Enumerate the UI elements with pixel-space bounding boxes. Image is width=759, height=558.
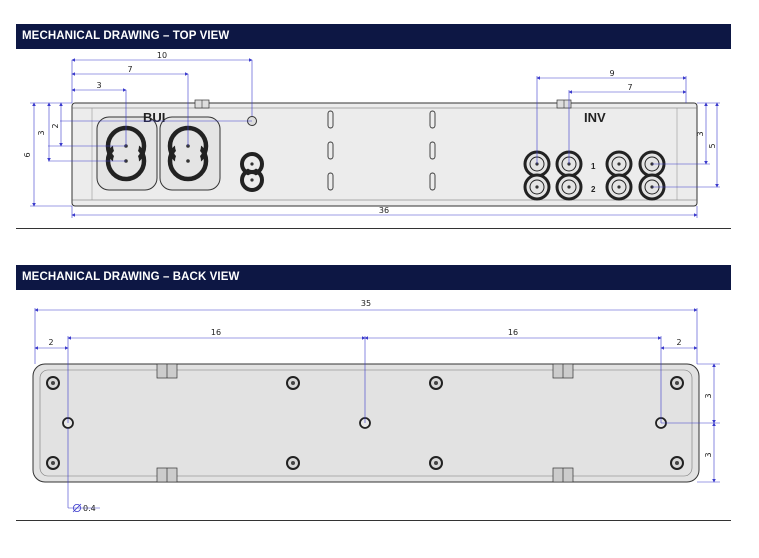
power-connector — [240, 152, 264, 192]
dim-2-right: 2 — [676, 338, 681, 347]
dim-v3: 3 — [37, 130, 46, 135]
vent-slots — [327, 110, 436, 191]
back-screws — [46, 376, 684, 470]
dim-35: 35 — [361, 299, 371, 308]
dim-9: 9 — [609, 69, 614, 78]
dim-v3-bottom: 3 — [704, 452, 713, 457]
dim-7-left: 7 — [127, 65, 132, 74]
back-view-dimensions — [34, 308, 720, 509]
dim-2-left: 2 — [48, 338, 53, 347]
top-view-header: MECHANICAL DRAWING – TOP VIEW — [16, 24, 731, 49]
top-view-dimension-labels: 10 7 3 3 2 6 9 7 3 5 36 — [23, 51, 717, 215]
top-view-divider — [16, 228, 731, 229]
dim-16-right: 16 — [508, 328, 518, 337]
top-view-dimensions — [30, 58, 720, 218]
back-view-divider — [16, 520, 731, 521]
dim-16-left: 16 — [211, 328, 221, 337]
dim-36: 36 — [379, 206, 389, 215]
back-view-header: MECHANICAL DRAWING – BACK VIEW — [16, 265, 731, 290]
inv-label: INV — [584, 110, 606, 125]
back-view-dimension-labels: 35 16 16 2 2 3 3 0.4 — [48, 299, 713, 513]
dim-diameter: 0.4 — [83, 504, 96, 513]
dim-v3-right: 3 — [696, 131, 705, 136]
top-view-drawing: BUI — [23, 51, 720, 218]
dim-v3-top: 3 — [704, 393, 713, 398]
row-2-label: 2 — [591, 185, 596, 194]
back-view-drawing: 35 16 16 2 2 3 3 0.4 — [32, 299, 720, 513]
dim-v6: 6 — [23, 152, 32, 157]
row-1-label: 1 — [591, 162, 596, 171]
bui-socket-2 — [159, 116, 221, 191]
dim-10: 10 — [157, 51, 167, 60]
dim-v5: 5 — [708, 143, 717, 148]
bui-socket-1 — [96, 116, 158, 191]
diameter-icon — [72, 503, 82, 513]
dim-7-right: 7 — [627, 83, 632, 92]
bui-label: BUI — [143, 110, 165, 125]
dim-v2: 2 — [51, 123, 60, 128]
dim-3-left: 3 — [96, 81, 101, 90]
